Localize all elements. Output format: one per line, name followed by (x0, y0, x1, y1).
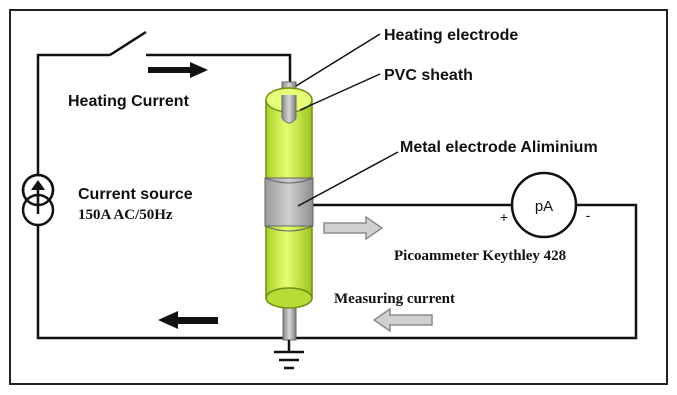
return-current-arrow-icon (158, 311, 218, 329)
measuring-circuit-wires (290, 203, 638, 340)
heating-electrode-label: Heating electrode (384, 27, 518, 44)
current-source-icon (21, 173, 55, 227)
metal-electrode-label: Metal electrode Aliminium (400, 139, 598, 156)
meter-minus-label: - (586, 207, 591, 223)
pvc-sheath-label: PVC sheath (384, 67, 473, 84)
picoammeter-icon (510, 171, 578, 239)
current-source-rating-label: 150A AC/50Hz (78, 207, 173, 223)
heating-current-label: Heating Current (68, 93, 190, 110)
heating-circuit-wires (36, 53, 292, 340)
measuring-current-return-arrow-icon (372, 307, 433, 333)
switch-symbol (109, 30, 147, 57)
heating-current-arrow-icon (148, 62, 208, 78)
ground-icon (274, 340, 304, 370)
current-source-label: Current source (78, 186, 193, 203)
meter-plus-label: + (500, 209, 508, 225)
leader-lines (295, 33, 399, 207)
meter-unit-label: pA (535, 198, 553, 215)
measuring-current-label: Measuring current (334, 291, 455, 307)
diagram-frame (9, 9, 668, 385)
metal-electrode-band (264, 177, 314, 232)
picoammeter-label: Picoammeter Keythley 428 (394, 248, 566, 264)
measuring-current-out-arrow-icon (323, 215, 384, 241)
